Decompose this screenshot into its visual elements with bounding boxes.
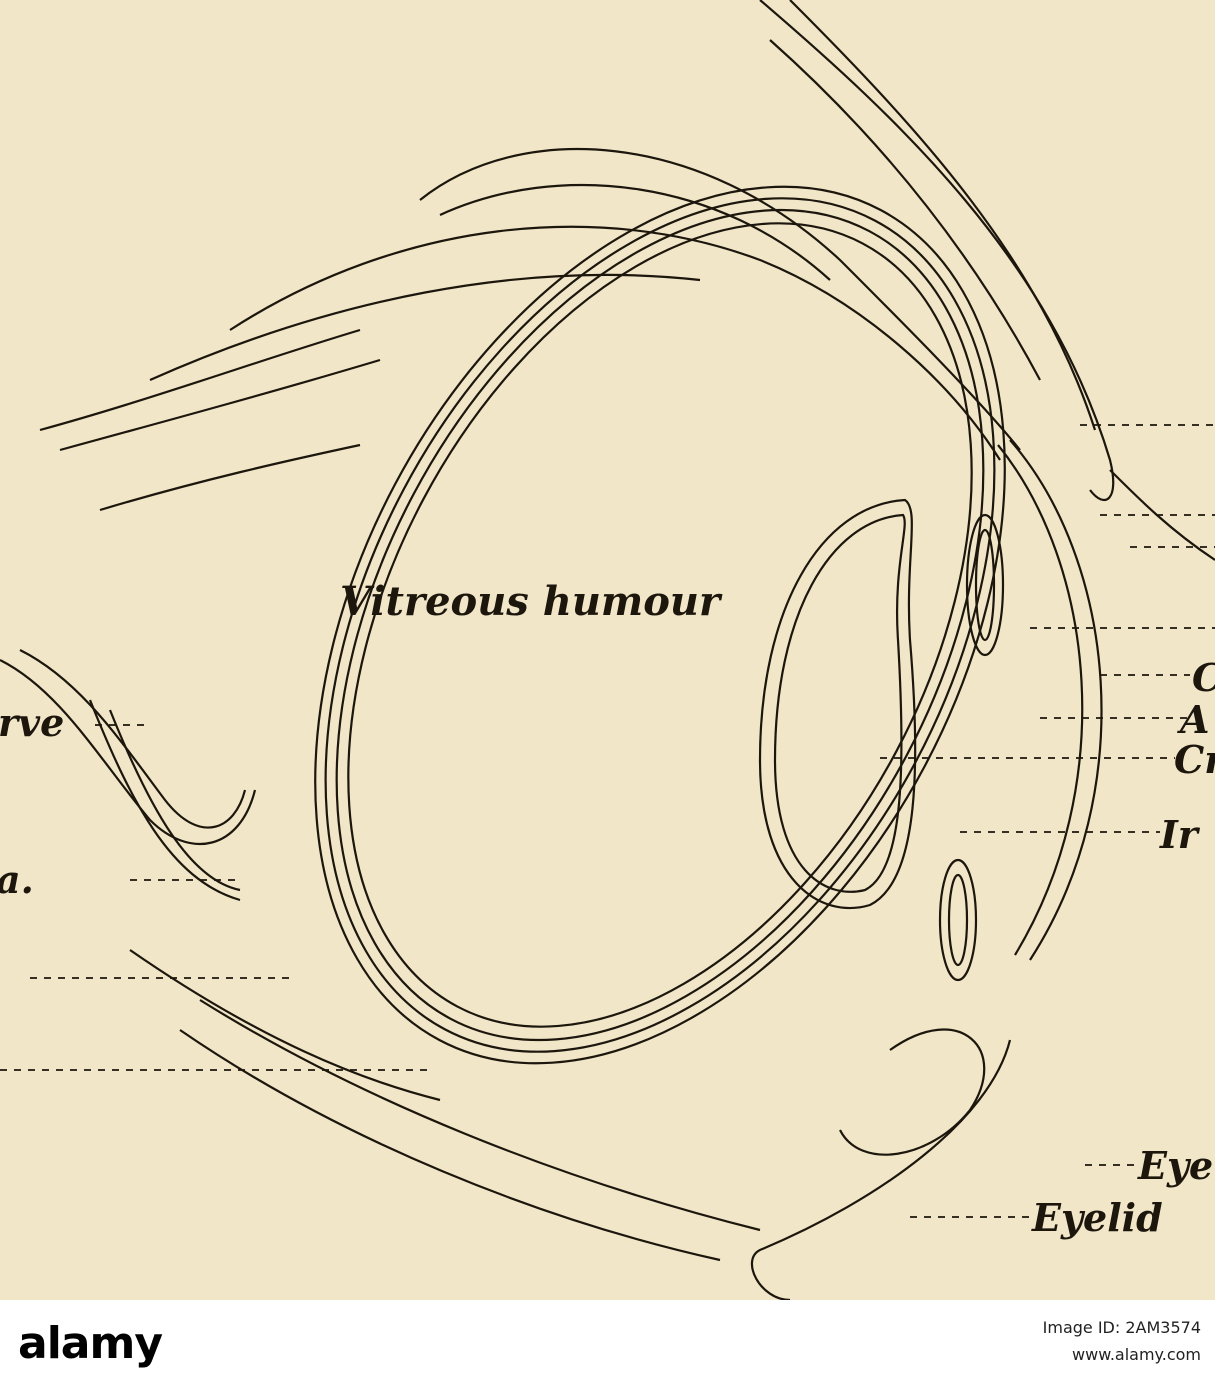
inner-retina-outline [347, 222, 973, 1028]
optic-nerve-lower [88, 699, 241, 902]
eyelid-label: Eyelid [1032, 1195, 1163, 1240]
iris-label: Ir [1160, 812, 1198, 857]
image-id: Image ID: 2AM3574 [1042, 1318, 1201, 1337]
lens-outline [758, 498, 917, 910]
iris-upper-inner [974, 528, 996, 642]
iris-lower-inner [947, 873, 969, 967]
crystalline-lens-label: Cr [1174, 737, 1215, 782]
sclera-outline [314, 185, 1006, 1065]
aqueous-label: A [1180, 697, 1210, 742]
cornea-inner [997, 444, 1084, 956]
cornea-label: C [1192, 655, 1215, 700]
site-url: www.alamy.com [1072, 1345, 1201, 1364]
vitreous-humour-label: Vitreous humour [340, 578, 721, 625]
lower-eyelid [750, 1039, 1012, 1300]
optic-nerve-upper [0, 659, 257, 845]
iris-upper [965, 513, 1005, 657]
eye-cross-section-diagram [0, 0, 1215, 1300]
stock-footer [0, 1300, 1215, 1390]
choroid-outline [324, 197, 996, 1053]
iris-lower [938, 858, 978, 982]
sclera-label: a. [0, 857, 34, 902]
optic-nerve-label: rve [0, 700, 65, 745]
retina-outline [335, 208, 985, 1042]
alamy-logo: alamy [18, 1318, 163, 1369]
upper-eyelid [759, 0, 1115, 501]
lens-inner [773, 513, 906, 893]
scanned-illustration: Vitreous humour rve a. C A Cr Ir Eye Eye… [0, 0, 1215, 1300]
eyelash-label: Eye [1138, 1143, 1214, 1188]
cornea-outline [1009, 439, 1103, 961]
